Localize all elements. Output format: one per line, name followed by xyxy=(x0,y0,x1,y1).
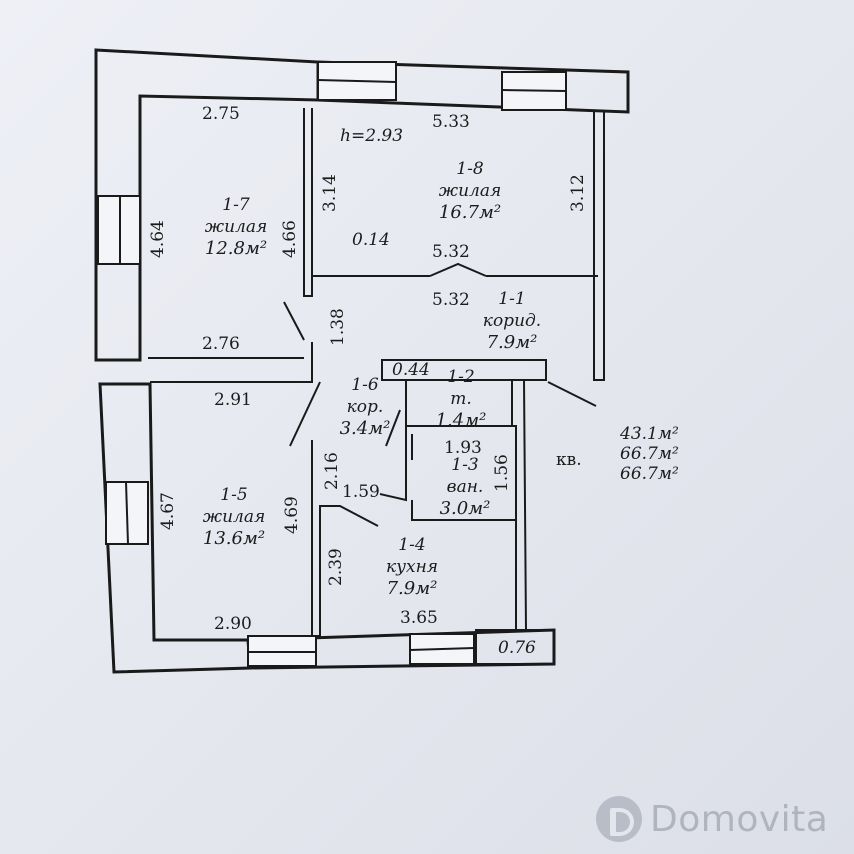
box-076 xyxy=(475,629,555,665)
dim-label: 0.44 xyxy=(392,360,430,380)
dim-label: 5.32 xyxy=(432,290,470,310)
summary-label: кв. xyxy=(556,450,582,470)
dim-label: 1.93 xyxy=(444,438,482,458)
room-id: 1-3 xyxy=(451,455,479,475)
dim-label: 2.75 xyxy=(202,104,240,124)
logo-mark xyxy=(596,796,642,842)
total-area: 66.7м² xyxy=(620,444,679,464)
door-r7 xyxy=(283,301,305,341)
dim-label: 3.12 xyxy=(568,174,588,212)
dim-label: 2.90 xyxy=(214,614,252,634)
summary-areas: 43.1м² 66.7м² 66.7м² xyxy=(620,424,679,484)
room-name: кухня xyxy=(385,557,439,577)
room-area: 13.6м² xyxy=(202,528,266,549)
room-1-5: 1-5 жилая 13.6м² xyxy=(184,484,284,550)
room-1-8: 1-8 жилая 16.7м² xyxy=(420,158,520,224)
room-area: 3.0м² xyxy=(439,498,491,519)
dim-label: 1.59 xyxy=(342,482,380,502)
room-id: 1-2 xyxy=(447,367,475,387)
wall-right xyxy=(593,112,605,381)
room-1-2: 1-2 т. 1.4м² xyxy=(426,366,496,432)
living-area: 43.1м² xyxy=(620,424,679,444)
wall-r7-r8 xyxy=(303,108,313,297)
room-id: 1-6 xyxy=(351,375,379,395)
room-name: жилая xyxy=(438,181,502,201)
room-area: 1.4м² xyxy=(435,410,487,431)
room-1-4: 1-4 кухня 7.9м² xyxy=(362,534,462,600)
dim-label: 0.76 xyxy=(498,638,536,658)
room-area: 16.7м² xyxy=(438,202,502,223)
room-name: т. xyxy=(450,389,472,409)
dim-label: 2.91 xyxy=(214,390,252,410)
dim-label: 5.32 xyxy=(432,242,470,262)
room-1-6: 1-6 кор. 3.4м² xyxy=(330,374,400,440)
height-note: h=2.93 xyxy=(340,126,404,146)
wall-r7-bottom xyxy=(148,342,313,383)
total-area-2: 66.7м² xyxy=(620,464,679,484)
room-id: 1-4 xyxy=(398,535,426,555)
dim-label: 4.64 xyxy=(148,220,168,258)
dim-label: 4.67 xyxy=(158,492,178,530)
room-1-7: 1-7 жилая 12.8м² xyxy=(186,194,286,260)
room-name: жилая xyxy=(204,217,268,237)
dim-label: 2.16 xyxy=(322,452,342,490)
dim-label: 4.69 xyxy=(282,496,302,534)
room-id: 1-8 xyxy=(456,159,484,179)
room-id: 1-7 xyxy=(222,195,250,215)
room-name: жилая xyxy=(202,507,266,527)
room-name: кор. xyxy=(346,397,384,417)
room-area: 12.8м² xyxy=(204,238,268,259)
door-r6 xyxy=(289,381,321,447)
room-1-3: 1-3 ван. 3.0м² xyxy=(430,454,500,520)
wall-r6-toilet xyxy=(379,379,407,502)
room-area: 7.9м² xyxy=(486,332,538,353)
wall-kitchen-right xyxy=(515,379,528,631)
logo-text: Domovita xyxy=(650,798,829,840)
domovita-logo: Domovita xyxy=(596,796,828,842)
room-area: 3.4м² xyxy=(339,418,391,439)
room-id: 1-1 xyxy=(498,289,526,309)
room-area: 7.9м² xyxy=(386,578,438,599)
room-id: 1-5 xyxy=(220,485,248,505)
dim-label: 2.76 xyxy=(202,334,240,354)
dim-label: 1.38 xyxy=(328,308,348,346)
room-name: ван. xyxy=(446,477,484,497)
dim-label: 2.39 xyxy=(326,548,346,586)
wall-block xyxy=(381,359,547,381)
dim-label: 0.14 xyxy=(352,230,390,250)
door-corr xyxy=(547,381,597,407)
room-name: корид. xyxy=(482,311,542,331)
door-arc-r8 xyxy=(429,262,487,277)
dim-label: 5.33 xyxy=(432,112,470,132)
room-1-1: 1-1 корид. 7.9м² xyxy=(462,288,562,354)
dim-label: 3.14 xyxy=(320,174,340,212)
outer-wall-top xyxy=(317,60,630,114)
dim-label: 3.65 xyxy=(400,608,438,628)
wall-r5-kitchen xyxy=(311,440,379,637)
